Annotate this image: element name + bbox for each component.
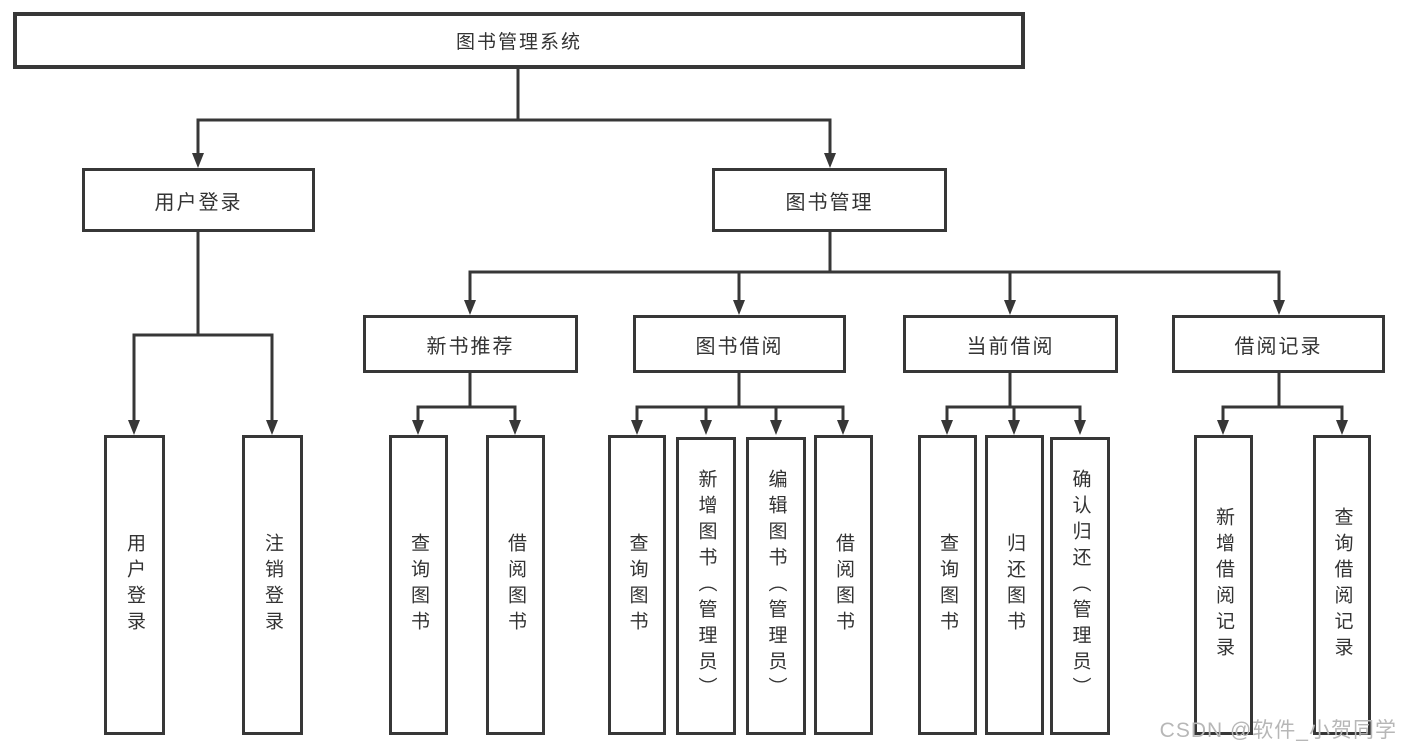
leaf-add-books-admin: 新增图书（管理员） xyxy=(676,437,736,735)
leaf-borrow-books-1: 借阅图书 xyxy=(486,435,545,735)
leaf-add-borrow-record: 新增借阅记录 xyxy=(1194,435,1253,735)
leaf-logout: 注销登录 xyxy=(242,435,303,735)
leaf-borrow-books-2: 借阅图书 xyxy=(814,435,873,735)
node-root: 图书管理系统 xyxy=(13,12,1025,69)
leaf-borrow-books-2-label: 借阅图书 xyxy=(833,533,854,637)
node-borrowing-records: 借阅记录 xyxy=(1172,315,1385,373)
leaf-return-books-label: 归还图书 xyxy=(1004,533,1025,637)
leaf-query-books-3-label: 查询图书 xyxy=(937,533,958,637)
leaf-edit-books-admin-label: 编辑图书（管理员） xyxy=(765,469,787,703)
node-new-book-recommend-label: 新书推荐 xyxy=(426,335,515,358)
node-book-management: 图书管理 xyxy=(712,168,947,232)
leaf-borrow-books-1-label: 借阅图书 xyxy=(505,533,526,637)
leaf-query-books-2-label: 查询图书 xyxy=(626,533,648,637)
node-new-book-recommend: 新书推荐 xyxy=(363,315,578,373)
leaf-query-books-2: 查询图书 xyxy=(608,435,666,735)
node-book-borrowing-label: 图书借阅 xyxy=(695,335,784,358)
leaf-user-login: 用户登录 xyxy=(104,435,165,735)
leaf-query-borrow-record: 查询借阅记录 xyxy=(1313,435,1371,735)
leaf-query-books-1: 查询图书 xyxy=(389,435,448,735)
node-user-login-label: 用户登录 xyxy=(154,191,243,214)
leaf-return-books: 归还图书 xyxy=(985,435,1044,735)
leaf-add-borrow-record-label: 新增借阅记录 xyxy=(1213,507,1234,663)
leaf-edit-books-admin: 编辑图书（管理员） xyxy=(746,437,806,735)
leaf-confirm-return-admin-label: 确认归还（管理员） xyxy=(1069,469,1091,703)
node-borrowing-records-label: 借阅记录 xyxy=(1234,335,1323,358)
leaf-add-books-admin-label: 新增图书（管理员） xyxy=(695,469,717,703)
node-book-management-label: 图书管理 xyxy=(785,191,874,214)
node-book-borrowing: 图书借阅 xyxy=(633,315,846,373)
node-root-label: 图书管理系统 xyxy=(455,32,582,53)
leaf-query-books-1-label: 查询图书 xyxy=(408,533,429,637)
csdn-watermark: CSDN @软件_小贺同学 xyxy=(1159,719,1397,742)
leaf-query-books-3: 查询图书 xyxy=(918,435,977,735)
leaf-logout-label: 注销登录 xyxy=(262,533,283,637)
node-current-borrowing-label: 当前借阅 xyxy=(966,335,1055,358)
node-current-borrowing: 当前借阅 xyxy=(903,315,1118,373)
node-user-login: 用户登录 xyxy=(82,168,315,232)
leaf-query-borrow-record-label: 查询借阅记录 xyxy=(1331,507,1353,663)
leaf-confirm-return-admin: 确认归还（管理员） xyxy=(1050,437,1110,735)
leaf-user-login-label: 用户登录 xyxy=(124,533,145,637)
